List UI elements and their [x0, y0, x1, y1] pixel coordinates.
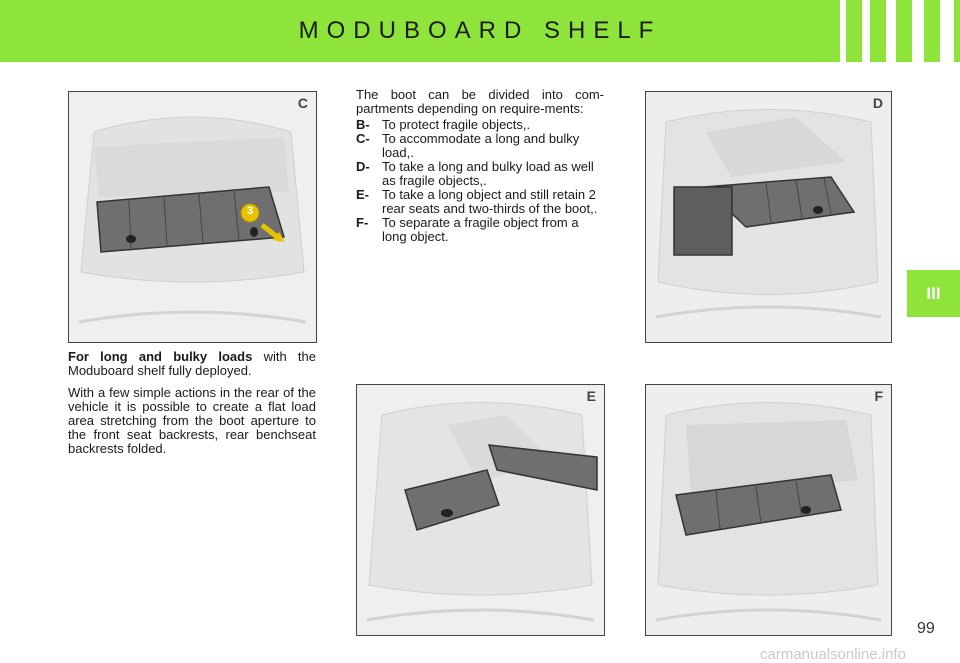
list-item: B-To protect fragile objects,. — [356, 117, 531, 132]
figure-f: F — [645, 384, 892, 636]
chapter-tab[interactable]: III — [907, 270, 960, 317]
page-title: MODUBOARD SHELF — [298, 17, 662, 44]
figure-d-letter: D — [872, 95, 883, 111]
page-header: MODUBOARD SHELF — [0, 0, 960, 62]
figure-d: D — [645, 91, 892, 343]
figure-c: C 3 — [68, 91, 317, 343]
list-item: C-To accommodate a long and bulky load,. — [356, 131, 580, 160]
compartments-text: The boot can be divided into com-partmen… — [356, 88, 604, 244]
figure-c-letter: C — [297, 95, 308, 111]
figure-e: E — [356, 384, 605, 636]
callout-badge: 3 — [246, 205, 254, 217]
page-number: 99 — [917, 620, 935, 637]
watermark-text: carmanualsonline.info — [760, 646, 906, 663]
intro-paragraph: The boot can be divided into com-partmen… — [356, 87, 604, 116]
long-loads-body: With a few simple actions in the rear of… — [68, 385, 316, 456]
long-loads-heading: For long and bulky loads — [68, 349, 253, 364]
long-loads-text: For long and bulky loads with the Modubo… — [68, 350, 316, 464]
figure-e-letter: E — [586, 388, 596, 404]
long-loads-lead: For long and bulky loads with the Modubo… — [68, 349, 317, 378]
list-item: D-To take a long and bulky load as well … — [356, 159, 594, 188]
header-stripes — [820, 0, 960, 62]
list-item: E-To take a long object and still retain… — [356, 187, 598, 216]
list-item: F-To separate a fragile object from a lo… — [356, 215, 579, 244]
figure-f-letter: F — [874, 388, 883, 404]
